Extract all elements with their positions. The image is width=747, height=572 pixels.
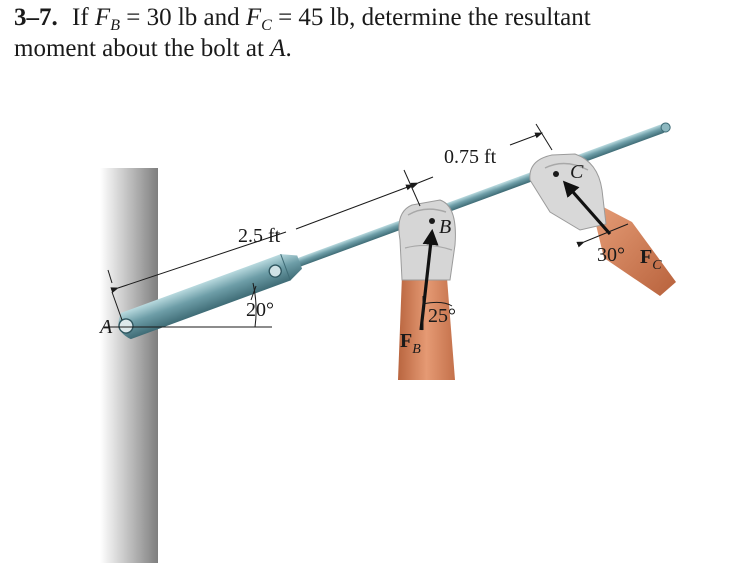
- label-0-75ft: 0.75 ft: [444, 146, 497, 168]
- fc-value: = 45 lb, determine the resultant: [278, 4, 591, 31]
- period: .: [285, 35, 292, 62]
- label-angle-25: 25°: [428, 305, 456, 327]
- problem-line-2: moment about the bolt at: [14, 35, 264, 62]
- problem-statement: 3–7. If FB = 30 lb and FC = 45 lb, deter…: [14, 2, 734, 64]
- problem-lead: If: [72, 4, 89, 31]
- label-point-a: A: [98, 316, 113, 338]
- fc-symbol: F: [245, 4, 262, 31]
- label-point-c: C: [570, 161, 584, 183]
- fb-subscript: B: [110, 17, 120, 34]
- fc-subscript: C: [261, 17, 272, 34]
- angle-20-marker: [104, 282, 272, 328]
- label-2-5ft: 2.5 ft: [238, 225, 281, 247]
- bolt-a: [118, 318, 134, 334]
- label-force-fc: FC: [640, 246, 662, 273]
- fb-value: = 30 lb and: [126, 4, 240, 31]
- label-point-b: B: [439, 216, 451, 238]
- dimension-0-75ft: [410, 123, 553, 189]
- fb-symbol: F: [94, 4, 111, 31]
- wall: [100, 168, 158, 563]
- point-a-ref: A: [270, 35, 286, 62]
- label-angle-30: 30°: [597, 244, 625, 266]
- problem-number: 3–7.: [14, 4, 58, 31]
- label-force-fb: FB: [400, 330, 421, 357]
- rod-grip-overlay: [495, 177, 522, 194]
- label-angle-20: 20°: [246, 299, 274, 321]
- force-fc-arrow: [553, 171, 629, 248]
- force-fb-arrow: [419, 218, 453, 331]
